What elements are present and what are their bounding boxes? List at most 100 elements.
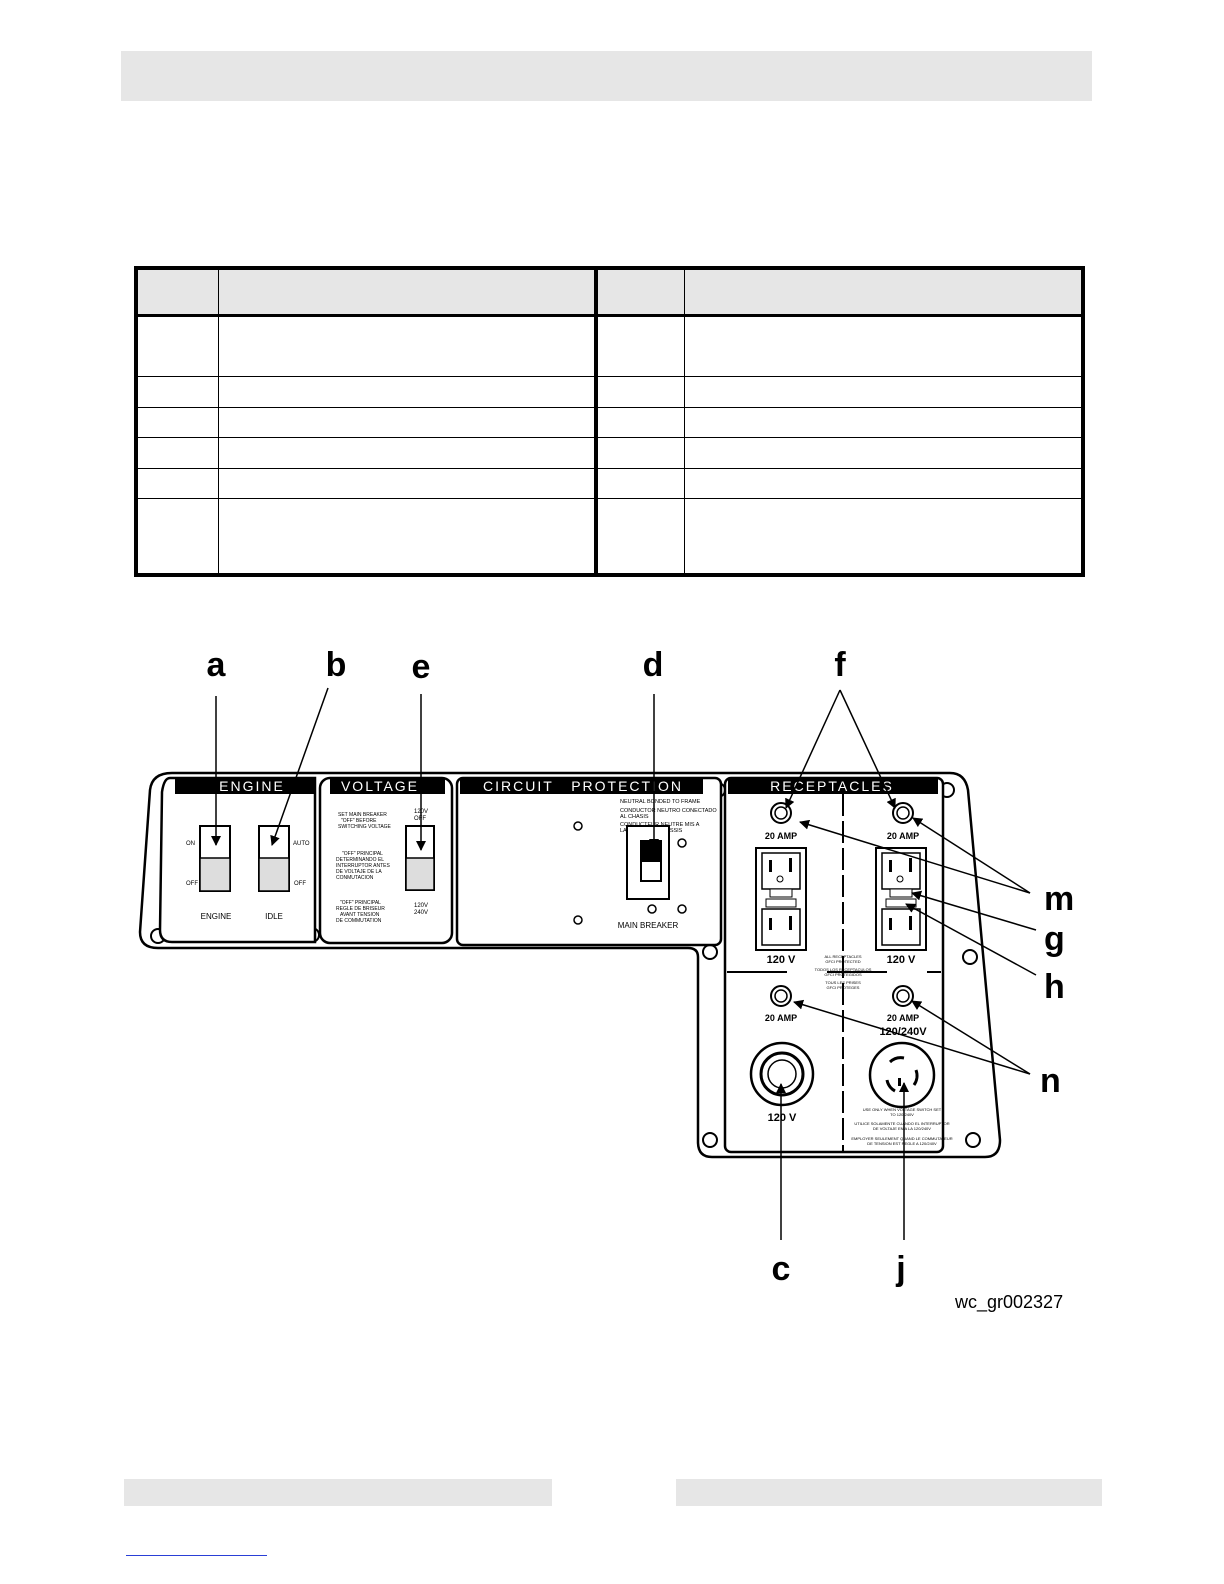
table-cell [594, 437, 685, 469]
voltage-240-label: 240V [414, 910, 428, 916]
amp-label: 20 AMP [765, 1013, 797, 1023]
idle-auto-label: AUTO [293, 841, 310, 847]
callout-a: a [207, 646, 227, 684]
idle-switch-label: IDLE [265, 912, 283, 921]
table-cell [217, 376, 597, 408]
table-row [135, 314, 1084, 378]
voltage-note-line: DETERMINANDO EL [336, 857, 384, 863]
breaker-button[interactable] [892, 802, 914, 824]
callout-leaders [211, 687, 1037, 1240]
voltage-note-line: CONMUTACION [336, 875, 374, 881]
gfci-test-button[interactable] [889, 888, 913, 898]
table-row [135, 437, 1084, 469]
callout-m: m [1044, 880, 1074, 918]
voltage-note-line: DE VOLTAJE DE LA [336, 869, 382, 875]
callout-c: c [772, 1250, 791, 1288]
control-panel-diagram: ENGINE ON OFF AUTO OFF ENGINE IDLE VOLTA… [138, 646, 1074, 1288]
table-row [135, 406, 1084, 439]
voltage-note-line: INTERRUPTOR ANTES [336, 863, 390, 869]
twist-lock-note-line: UTILICE SOLAMENTE CUANDO EL INTERRUPTOR [854, 1121, 949, 1126]
twist-lock-outlet-120-240v[interactable] [868, 1041, 936, 1109]
table-row [135, 376, 1084, 408]
table-cell [683, 406, 1084, 439]
twist-lock-note-line: DE TENSION EST REGLE A 120/240V [867, 1141, 937, 1146]
voltage-note-line: "OFF" PRINCIPAL [342, 851, 383, 857]
voltage-label: 120/240V [879, 1026, 927, 1038]
callout-j: j [895, 1250, 905, 1288]
voltage-note-line: "OFF" BEFORE [341, 818, 377, 824]
callout-h: h [1044, 968, 1065, 1006]
neutral-note-line: AL CHASIS [620, 814, 649, 820]
table-cell [594, 406, 685, 439]
table-cell [683, 437, 1084, 469]
table-cell [135, 314, 219, 378]
legend-header-ref-1 [135, 267, 219, 317]
voltage-label: 120 V [767, 954, 796, 966]
twist-lock-note-line: DE VOLTAJE EN A LA 120/240V [873, 1126, 931, 1131]
voltage-note-line: DE COMMUTATION [336, 918, 382, 924]
gfci-note-line: GFCI PROTEGIDOS [824, 972, 862, 977]
callout-g: g [1044, 920, 1065, 958]
engine-on-label: ON [186, 841, 195, 847]
callout-n: n [1040, 1062, 1061, 1100]
amp-label: 20 AMP [765, 831, 797, 841]
gfci-note-line: TODOS LOS RECEPTACULOS [815, 967, 872, 972]
table-cell [683, 498, 1084, 576]
legend-header-desc-1 [217, 267, 597, 317]
table-cell [135, 376, 219, 408]
amp-label: 20 AMP [887, 831, 919, 841]
engine-switch-label: ENGINE [201, 912, 232, 921]
receptacles-section: RECEPTACLES 20 AMP 120 V 20 AMP [723, 776, 953, 1154]
table-cell [217, 498, 597, 576]
gfci-outlet-left[interactable] [755, 847, 807, 951]
gfci-note-line: TOUS LES PRISES [825, 980, 861, 985]
table-cell [683, 314, 1084, 378]
circuit-protection-header: CIRCUIT PROTECTION [483, 778, 683, 794]
table-cell [217, 406, 597, 439]
breaker-button[interactable] [892, 985, 914, 1007]
legend-header-row [135, 267, 1084, 317]
callout-e: e [412, 648, 431, 686]
table-cell [594, 314, 685, 378]
figure-id: wc_gr002327 [955, 1292, 1064, 1312]
gfci-outlet-right[interactable] [875, 847, 927, 951]
breaker-button[interactable] [770, 985, 792, 1007]
table-cell [217, 314, 597, 378]
footer-bar-left [124, 1479, 552, 1506]
callout-f: f [834, 646, 846, 684]
neutral-note-line: NEUTRAL BONDED TO FRAME [620, 799, 701, 805]
voltage-label: 120 V [768, 1112, 797, 1124]
footer-link-underline[interactable] [126, 1555, 267, 1556]
idle-off-label: OFF [294, 881, 306, 887]
table-cell [683, 376, 1084, 408]
gfci-note-line: GFCI PROTEGES [827, 985, 860, 990]
table-cell [135, 498, 219, 576]
legend-header-ref-2 [594, 267, 685, 317]
header-bar [121, 51, 1092, 101]
callout-d: d [643, 646, 664, 684]
table-cell [594, 376, 685, 408]
twist-lock-outlet-120v[interactable] [749, 1041, 815, 1107]
engine-off-label: OFF [186, 881, 198, 887]
table-cell [135, 467, 219, 500]
table-cell [135, 406, 219, 439]
voltage-note-line: SWITCHING VOLTAGE [338, 824, 392, 830]
amp-label: 20 AMP [887, 1013, 919, 1023]
circuit-protection-section: CIRCUIT PROTECTION NEUTRAL BONDED TO FRA… [455, 776, 723, 947]
neutral-note-line: CONDUCTOR NEUTRO CONECTADO [620, 808, 717, 814]
twist-lock-note-line: USE ONLY WHEN VOLTAGE SWITCH SET [863, 1107, 942, 1112]
table-row [135, 467, 1084, 500]
callout-b: b [326, 646, 347, 684]
engine-section: ENGINE ON OFF AUTO OFF ENGINE IDLE [158, 776, 317, 944]
engine-header: ENGINE [219, 778, 285, 794]
table-cell [594, 467, 685, 500]
gfci-reset-button[interactable] [885, 898, 917, 908]
breaker-button[interactable] [770, 802, 792, 824]
table-cell [683, 467, 1084, 500]
legend-table [134, 266, 1085, 577]
legend-header-desc-2 [683, 267, 1084, 317]
screw-heads [573, 821, 687, 925]
gfci-note-line: GFCI PROTECTED [825, 959, 860, 964]
footer-bar-right [676, 1479, 1102, 1506]
voltage-120-240-label: 120V [414, 903, 428, 909]
